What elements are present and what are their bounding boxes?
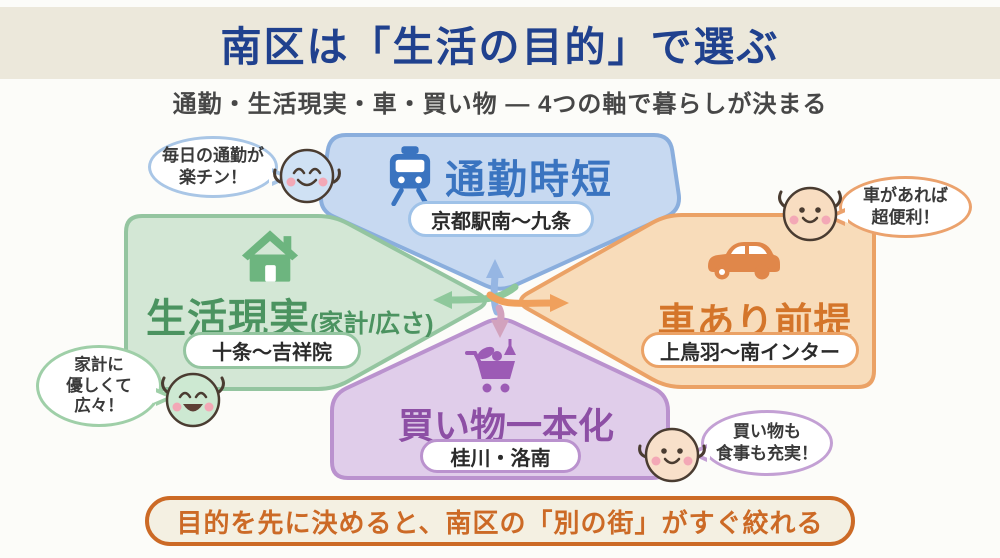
- title-band: 南区は「生活の目的」で選ぶ: [0, 7, 1000, 79]
- car-area-pill: 上鳥羽〜南インター: [641, 332, 859, 368]
- car-happy-face-icon: [778, 186, 842, 242]
- page-subtitle: 通勤・生活現実・車・買い物 ― 4つの軸で暮らしが決まる: [172, 91, 828, 118]
- footer-note: 目的を先に決めると、南区の「別の街」がすぐ絞れる: [145, 496, 855, 546]
- commute-speech-bubble: 毎日の通勤が 楽チン！: [148, 136, 292, 198]
- living-laughing-face-icon: [161, 372, 225, 428]
- shopping-speech-bubble: 買い物も 食事も充実！: [687, 410, 833, 476]
- footer-note-text: 目的を先に決めると、南区の「別の街」がすぐ絞れる: [176, 507, 824, 538]
- commute-zone-label: 通勤時短: [445, 158, 613, 202]
- train-icon: [389, 146, 431, 206]
- living-speech-bubble: 家計に 優しくて 広々！: [36, 345, 176, 427]
- arrow-up-head-icon: [486, 259, 504, 278]
- commute-happy-face-icon: [273, 148, 341, 204]
- shopping-area-text: 桂川・洛南: [450, 447, 551, 470]
- arrow-left-head-icon: [433, 291, 452, 309]
- living-area-pill: 十条〜吉祥院: [183, 332, 361, 369]
- living-area-text: 十条〜吉祥院: [212, 342, 332, 364]
- shopping-bubble-text: 買い物も 食事も充実！: [716, 421, 818, 463]
- arrow-down-icon: [495, 304, 505, 326]
- arrow-right-head-icon: [550, 294, 569, 312]
- center-arrows: [433, 259, 569, 338]
- commute-area-text: 京都駅南〜九条: [431, 210, 571, 233]
- commute-zone-heading: 通勤時短: [340, 144, 660, 208]
- house-icon: [241, 230, 299, 282]
- arrow-down-head-icon: [491, 320, 509, 338]
- shopping-happy-face-icon: [638, 427, 706, 483]
- page-title: 南区は「生活の目的」で選ぶ: [220, 24, 780, 70]
- commute-bubble-text: 毎日の通勤が 楽チン！: [162, 145, 264, 187]
- car-speech-bubble: 車があれば 超便利！: [825, 176, 972, 238]
- commute-area-pill: 京都駅南〜九条: [408, 201, 594, 237]
- arrow-right-icon: [486, 291, 556, 307]
- car-bubble-text: 車があれば 超便利！: [863, 185, 948, 227]
- shopping-cart-icon: [465, 339, 516, 393]
- car-area-text: 上鳥羽〜南インター: [660, 341, 840, 364]
- living-bubble-text: 家計に 優しくて 広々！: [66, 356, 132, 416]
- car-icon: [708, 242, 780, 280]
- shopping-area-pill: 桂川・洛南: [420, 439, 581, 473]
